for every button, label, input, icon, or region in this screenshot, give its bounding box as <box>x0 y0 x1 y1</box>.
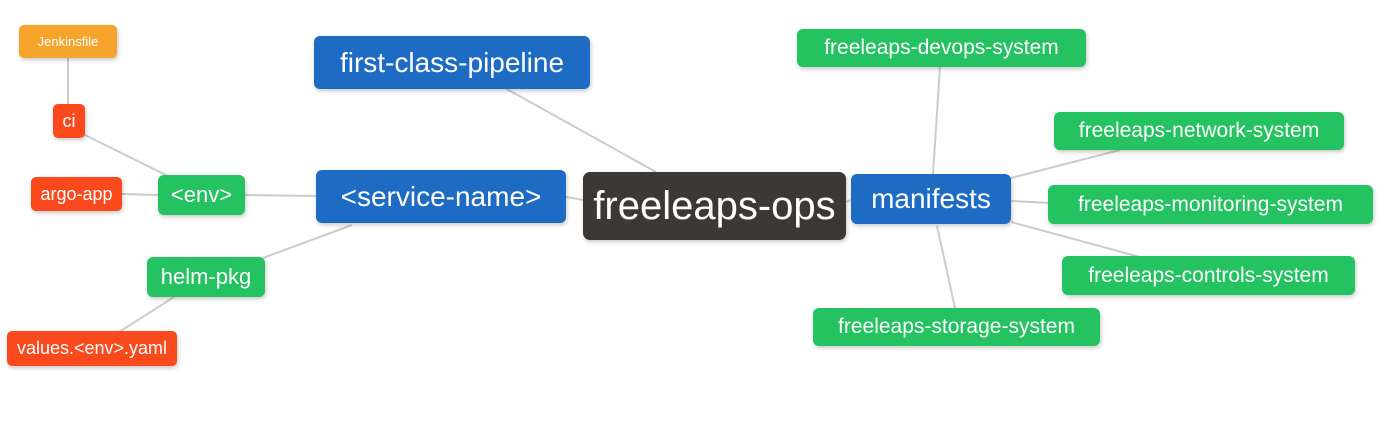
node-helm-pkg[interactable]: helm-pkg <box>147 257 265 297</box>
edge-pipeline-ops <box>504 87 657 173</box>
edge-ci-env <box>82 133 171 178</box>
node-jenkinsfile[interactable]: Jenkinsfile <box>19 25 117 58</box>
edge-service-name-ops <box>565 196 584 201</box>
edge-ops-manifests <box>845 199 852 203</box>
node-freeleaps-controls-system[interactable]: freeleaps-controls-system <box>1062 256 1355 295</box>
edge-manifests-devops <box>932 66 941 175</box>
node-first-class-pipeline[interactable]: first-class-pipeline <box>314 36 590 89</box>
node-freeleaps-ops[interactable]: freeleaps-ops <box>583 172 846 240</box>
edge-helm-pkg-service-name <box>262 224 353 259</box>
edge-argo-app-env <box>121 193 159 196</box>
node-freeleaps-network-system[interactable]: freeleaps-network-system <box>1054 112 1344 150</box>
edge-manifests-controls <box>1010 221 1141 258</box>
edge-values-helm-pkg <box>118 296 175 333</box>
node-freeleaps-monitoring-system[interactable]: freeleaps-monitoring-system <box>1048 185 1373 224</box>
edge-manifests-storage <box>936 225 956 309</box>
node-freeleaps-storage-system[interactable]: freeleaps-storage-system <box>813 308 1100 346</box>
node-env[interactable]: <env> <box>158 175 245 215</box>
node-values-env-yaml[interactable]: values.<env>.yaml <box>7 331 177 366</box>
node-argo-app[interactable]: argo-app <box>31 177 122 211</box>
edge-manifests-network <box>1010 149 1121 179</box>
node-ci[interactable]: ci <box>53 104 85 138</box>
node-manifests[interactable]: manifests <box>851 174 1011 224</box>
node-freeleaps-devops-system[interactable]: freeleaps-devops-system <box>797 29 1086 67</box>
node-service-name[interactable]: <service-name> <box>316 170 566 223</box>
edge-manifests-monitoring <box>1010 200 1053 204</box>
edge-env-service-name <box>244 194 317 197</box>
